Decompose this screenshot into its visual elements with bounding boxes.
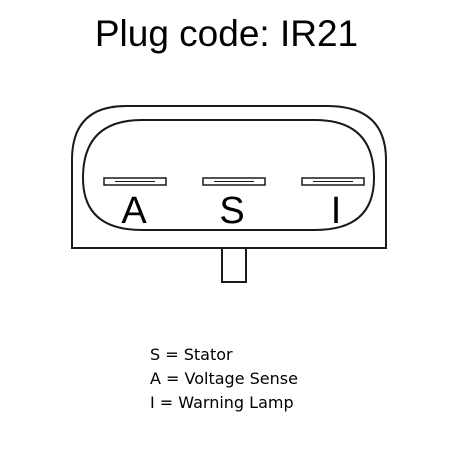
plug-housing-outer — [71, 105, 387, 249]
plug-code-title: Plug code: IR21 — [94, 13, 359, 54]
plug-locking-tab — [221, 248, 247, 283]
pin-label-s: S — [219, 190, 244, 232]
pin-label-a: A — [121, 190, 147, 232]
plug-socket-inner — [81, 119, 376, 231]
terminal-slot-a — [103, 177, 167, 186]
terminal-slot-i — [301, 177, 365, 186]
legend-item-voltage-sense: A = Voltage Sense — [150, 369, 298, 388]
pin-label-i: I — [331, 190, 342, 232]
pin-legend: S = Stator A = Voltage Sense I = Warning… — [150, 343, 298, 415]
legend-item-stator: S = Stator — [150, 345, 233, 364]
legend-item-warning-lamp: I = Warning Lamp — [150, 393, 294, 412]
terminal-slot-s — [202, 177, 266, 186]
